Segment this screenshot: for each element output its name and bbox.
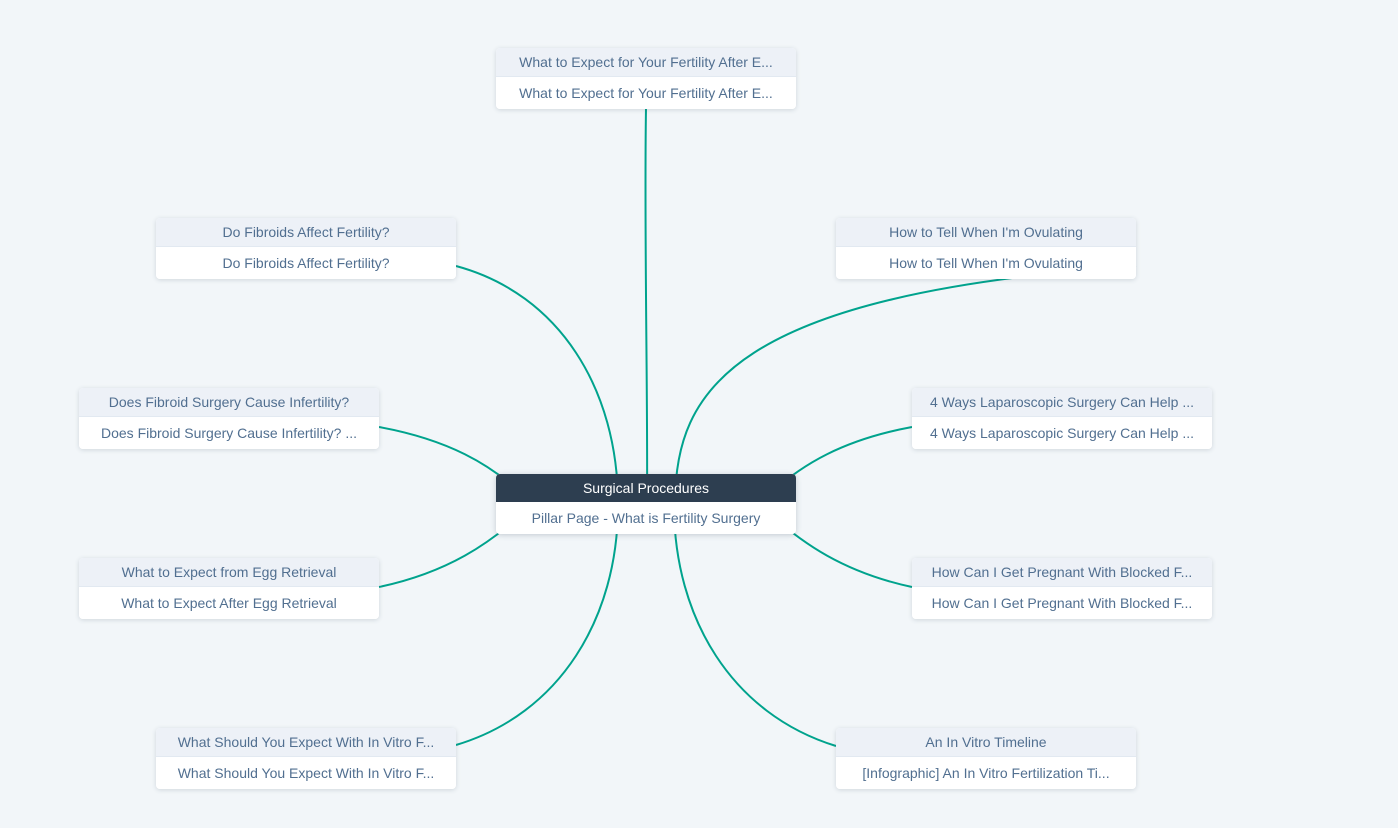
subtopic-header: An In Vitro Timeline [836, 728, 1136, 757]
subtopic-page-title: 4 Ways Laparoscopic Surgery Can Help ... [912, 417, 1212, 449]
pillar-node[interactable]: Surgical Procedures Pillar Page - What i… [496, 474, 796, 534]
subtopic-page-title: How Can I Get Pregnant With Blocked F... [912, 587, 1212, 619]
connector-line-top [644, 107, 649, 505]
subtopic-header: How Can I Get Pregnant With Blocked F... [912, 558, 1212, 587]
subtopic-label: What to Expect from Egg Retrieval [121, 564, 337, 580]
connector-line-upper-right [674, 265, 1137, 505]
subtopic-header: How to Tell When I'm Ovulating [836, 218, 1136, 247]
subtopic-header: Do Fibroids Affect Fertility? [156, 218, 456, 247]
subtopic-node-upper-right[interactable]: How to Tell When I'm Ovulating How to Te… [836, 218, 1136, 279]
subtopic-header: Does Fibroid Surgery Cause Infertility? [79, 388, 379, 417]
subtopic-page-title: [Infographic] An In Vitro Fertilization … [836, 757, 1136, 789]
subtopic-node-lower-left[interactable]: What to Expect from Egg Retrieval What t… [79, 558, 379, 619]
page-title-label: What Should You Expect With In Vitro F..… [177, 765, 435, 781]
page-title-label: Pillar Page - What is Fertility Surgery [531, 510, 761, 526]
subtopic-page-title: Do Fibroids Affect Fertility? [156, 247, 456, 279]
page-title-label: How Can I Get Pregnant With Blocked F... [931, 595, 1193, 611]
page-title-label: Do Fibroids Affect Fertility? [222, 255, 390, 271]
connector-line-bottom-right [673, 504, 837, 747]
connector-line-upper-left [455, 265, 619, 505]
subtopic-label: What to Expect for Your Fertility After … [519, 54, 773, 70]
subtopic-label: How Can I Get Pregnant With Blocked F... [931, 564, 1193, 580]
subtopic-node-lower-right[interactable]: How Can I Get Pregnant With Blocked F...… [912, 558, 1212, 619]
subtopic-header: What to Expect for Your Fertility After … [496, 48, 796, 77]
subtopic-header: What to Expect from Egg Retrieval [79, 558, 379, 587]
subtopic-node-bottom-right[interactable]: An In Vitro Timeline [Infographic] An In… [836, 728, 1136, 789]
subtopic-label: What Should You Expect With In Vitro F..… [177, 734, 435, 750]
subtopic-header: 4 Ways Laparoscopic Surgery Can Help ... [912, 388, 1212, 417]
pillar-page-title: Pillar Page - What is Fertility Surgery [496, 502, 796, 534]
subtopic-page-title: What Should You Expect With In Vitro F..… [156, 757, 456, 789]
subtopic-node-upper-left[interactable]: Do Fibroids Affect Fertility? Do Fibroid… [156, 218, 456, 279]
pillar-header: Surgical Procedures [496, 474, 796, 502]
subtopic-page-title: How to Tell When I'm Ovulating [836, 247, 1136, 279]
subtopic-label: Do Fibroids Affect Fertility? [222, 224, 390, 240]
subtopic-page-title: Does Fibroid Surgery Cause Infertility? … [79, 417, 379, 449]
subtopic-node-mid-left[interactable]: Does Fibroid Surgery Cause Infertility? … [79, 388, 379, 449]
page-title-label: How to Tell When I'm Ovulating [889, 255, 1083, 271]
page-title-label: Does Fibroid Surgery Cause Infertility? … [101, 425, 357, 441]
subtopic-node-bottom-left[interactable]: What Should You Expect With In Vitro F..… [156, 728, 456, 789]
subtopic-page-title: What to Expect for Your Fertility After … [496, 77, 796, 109]
page-title-label: 4 Ways Laparoscopic Surgery Can Help ... [929, 425, 1195, 441]
page-title-label: What to Expect for Your Fertility After … [519, 85, 773, 101]
connector-line-bottom-left [455, 504, 619, 746]
subtopic-label: An In Vitro Timeline [925, 734, 1047, 750]
subtopic-label: How to Tell When I'm Ovulating [889, 224, 1083, 240]
page-title-label: [Infographic] An In Vitro Fertilization … [862, 765, 1110, 781]
subtopic-header: What Should You Expect With In Vitro F..… [156, 728, 456, 757]
page-title-label: What to Expect After Egg Retrieval [121, 595, 337, 611]
subtopic-node-top[interactable]: What to Expect for Your Fertility After … [496, 48, 796, 109]
subtopic-page-title: What to Expect After Egg Retrieval [79, 587, 379, 619]
subtopic-node-mid-right[interactable]: 4 Ways Laparoscopic Surgery Can Help ...… [912, 388, 1212, 449]
subtopic-label: 4 Ways Laparoscopic Surgery Can Help ... [929, 394, 1195, 410]
pillar-topic-label: Surgical Procedures [582, 480, 710, 496]
subtopic-label: Does Fibroid Surgery Cause Infertility? [108, 394, 350, 410]
